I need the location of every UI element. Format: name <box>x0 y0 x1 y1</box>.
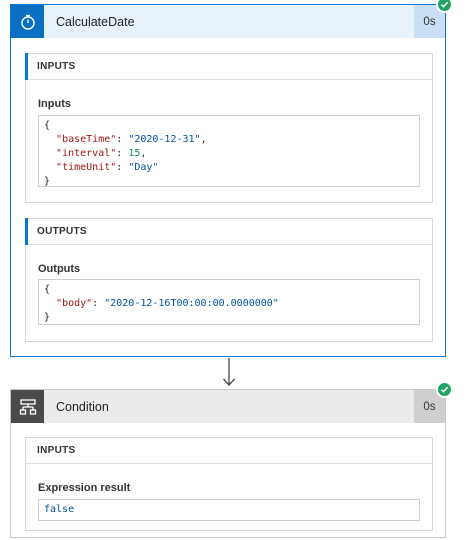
expression-result-label: Expression result <box>38 482 131 494</box>
expression-result-value: false <box>44 504 75 515</box>
json-value: 15 <box>128 148 141 159</box>
condition-icon <box>11 390 44 423</box>
json-colon: : <box>116 134 129 145</box>
outputs-section-header: OUTPUTS <box>25 218 432 245</box>
outputs-section: OUTPUTS Outputs { "body": "2020-12-16T00… <box>25 218 433 342</box>
action-card-calculatedate[interactable]: CalculateDate 0s INPUTS Inputs { "baseTi… <box>10 0 453 357</box>
inputs-section-title: INPUTS <box>37 445 76 456</box>
json-line: "timeUnit": "Day" <box>56 162 158 173</box>
json-key: "baseTime" <box>56 134 117 145</box>
expression-result-box[interactable]: false <box>38 499 420 521</box>
inputs-section: INPUTS Inputs { "baseTime": "2020-12-31"… <box>25 53 433 203</box>
json-colon: : <box>92 298 105 309</box>
json-close-brace: } <box>44 312 51 323</box>
json-value: "2020-12-31" <box>128 134 201 145</box>
json-line: "body": "2020-12-16T00:00:00.0000000" <box>56 298 279 309</box>
json-value: "Day" <box>128 162 159 173</box>
inputs-section: INPUTS Expression result false <box>25 437 433 531</box>
checkmark-icon <box>436 0 453 13</box>
json-line: "interval": 15, <box>56 148 146 159</box>
inputs-label: Inputs <box>38 98 71 110</box>
json-comma: , <box>140 148 147 159</box>
action-header[interactable]: CalculateDate 0s <box>11 0 453 38</box>
action-card-condition[interactable]: Condition 0s INPUTS Expression result fa… <box>10 381 453 538</box>
json-value: "2020-12-16T00:00:00.0000000" <box>104 298 279 309</box>
json-open-brace: { <box>44 284 51 295</box>
inputs-section-header: INPUTS <box>26 438 432 464</box>
outputs-section-title: OUTPUTS <box>37 226 87 237</box>
stopwatch-icon <box>11 5 44 38</box>
outputs-json-box[interactable]: { "body": "2020-12-16T00:00:00.0000000" … <box>38 279 420 325</box>
outputs-label: Outputs <box>38 263 81 275</box>
action-title: Condition <box>56 399 109 414</box>
json-colon: : <box>116 162 129 173</box>
inputs-section-header: INPUTS <box>25 53 432 80</box>
json-comma: , <box>200 134 207 145</box>
arrow-down-icon <box>223 358 235 386</box>
action-header[interactable]: Condition 0s <box>11 381 453 423</box>
inputs-section-title: INPUTS <box>37 61 76 72</box>
json-key: "interval" <box>56 148 117 159</box>
json-line: "baseTime": "2020-12-31", <box>56 134 207 145</box>
checkmark-icon <box>436 381 453 398</box>
json-open-brace: { <box>44 120 51 131</box>
json-colon: : <box>116 148 129 159</box>
json-key: "timeUnit" <box>56 162 117 173</box>
json-close-brace: } <box>44 176 51 187</box>
inputs-json-box[interactable]: { "baseTime": "2020-12-31", "interval": … <box>38 115 420 187</box>
json-key: "body" <box>56 298 93 309</box>
action-title: CalculateDate <box>56 14 135 29</box>
